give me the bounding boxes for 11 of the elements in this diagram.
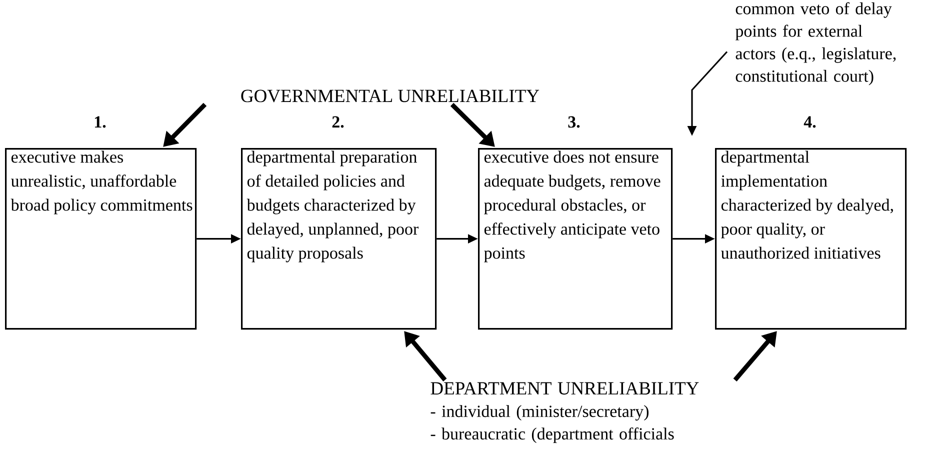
step-number: 4. xyxy=(804,116,816,128)
process-box: departmental preparation of detailed policies and budgets characterized by delayed, unplanned, poor quality proposals xyxy=(241,148,437,330)
note-text: common veto of delay points for external actors (e.q., legislature, constitutional court) xyxy=(735,2,896,86)
process-box: departmental implementation characterized by dealyed, poor quality, or unauthorized initiatives xyxy=(715,148,907,330)
step-number: 1. xyxy=(95,116,106,128)
heading-text: GOVERNMENTAL UNRELIABILITY xyxy=(241,90,540,102)
step-number: 3. xyxy=(568,116,580,128)
process-box: executive does not ensure adequate budgets, remove procedural obstacles, or effectively anticipate veto points xyxy=(478,148,673,330)
process-box: executive makes unrealistic, unaffordable broad policy commitments xyxy=(5,148,197,330)
step-number: 2. xyxy=(332,116,344,128)
note-text: DEPARTMENT UNRELIABILITY - individual (minister/secretary) - bureaucratic (department officials xyxy=(430,382,699,444)
